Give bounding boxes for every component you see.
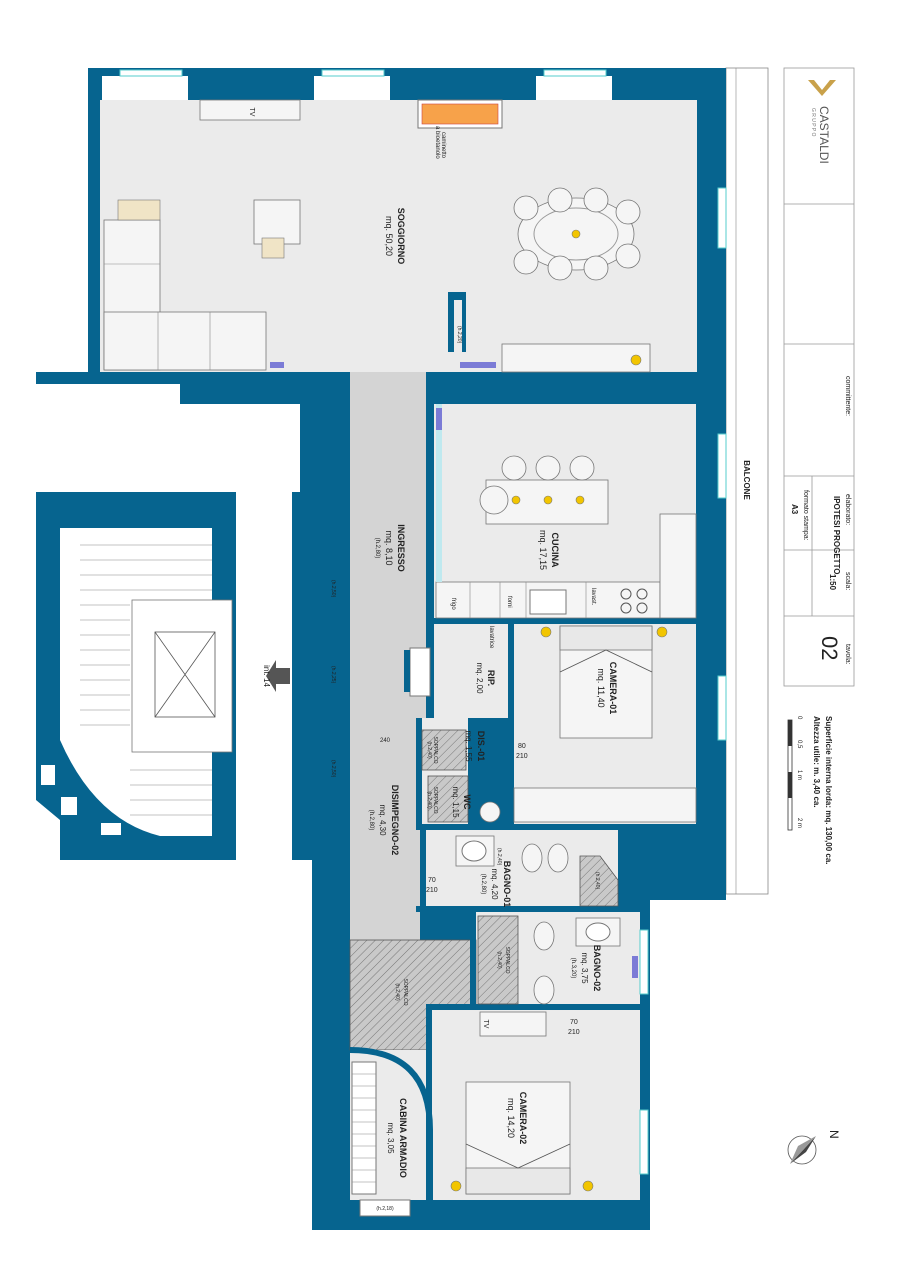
- loft-label-4: SOPPALCO: [432, 786, 438, 813]
- loft-label-3: SOPPALCO: [432, 736, 438, 763]
- room-area-cabina: mq. 3,05: [386, 1122, 395, 1154]
- room-area-ingresso: mq. 8,10: [384, 530, 394, 565]
- room-area-camera01: mq. 11,40: [596, 668, 606, 707]
- svg-text:SOGGIORNO: SOGGIORNO: [396, 208, 406, 265]
- loft-height-3: (h.2,40): [426, 741, 432, 759]
- cabina-door-height: (h.2,18): [376, 1206, 394, 1212]
- windows: [119, 69, 727, 1175]
- scala-value: 1:50: [828, 574, 837, 591]
- dim-240: 240: [380, 738, 391, 744]
- tv-label: TV: [248, 108, 255, 117]
- door-height-2: 210: [426, 887, 438, 894]
- loft-height-1: (h.2,40): [394, 983, 400, 1001]
- apartment-number: int. 14: [262, 665, 271, 687]
- room-name-dis01: DIS.-01: [476, 731, 486, 762]
- elaborato-value: IPOTESI PROGETTO: [832, 496, 841, 575]
- loft-height-2: (h.2,40): [496, 951, 502, 969]
- room-area-bagno01: mq. 4,20: [490, 868, 499, 900]
- room-name-cucina: CUCINA: [550, 533, 560, 568]
- title-block: [783, 67, 855, 687]
- room-name-disimpegno02: DISIMPEGNO-02: [390, 785, 400, 856]
- room-name-ingresso: INGRESSO: [396, 524, 406, 572]
- scale-2m: 2 m: [796, 818, 802, 828]
- north-label: N: [827, 1130, 841, 1139]
- fireplace-label: caminetto: [440, 132, 446, 159]
- surface-info: Superficie interna lorda: mq. 130,00 ca.: [824, 716, 833, 865]
- scala-label: scala:: [844, 572, 851, 590]
- bathroom-fixtures: [270, 362, 638, 1005]
- dishwasher-label: lavast.: [590, 588, 596, 606]
- height-info: Altezza utile: m. 3,40 ca.: [812, 716, 821, 808]
- scale-bar: [787, 719, 793, 831]
- room-name-wc: WC: [462, 795, 472, 810]
- room-name-bagno02: BAGNO-02: [592, 945, 602, 992]
- room-height-disimpegno02: (h.2,80): [368, 810, 374, 831]
- room-area-cucina: mq. 17,15: [538, 530, 548, 570]
- niche-height-3: (h.2,50): [330, 760, 336, 778]
- bedroom1-furniture: [513, 625, 697, 823]
- balcony-area: [725, 67, 769, 895]
- washer-label: lavatrice: [488, 626, 494, 649]
- room-height-bagno01: (h.2,80): [480, 874, 486, 895]
- room-area-dis01: mq. 1,55: [464, 730, 473, 762]
- niche-height-2: (h.2,25): [330, 666, 336, 684]
- fireplace-label-2: a bioetanolo: [434, 126, 440, 159]
- loft-label-1: SOPPALCO: [402, 978, 408, 1005]
- room-area-wc: mq. 1,15: [451, 786, 460, 818]
- room-area-bagno02: mq. 3,75: [580, 952, 589, 984]
- entrance-arrow-icon: [266, 660, 290, 692]
- interior-walls: [300, 292, 696, 1212]
- door-width-2: 70: [428, 877, 436, 884]
- stairwell: [36, 492, 236, 860]
- room-area-rip: mq. 2,00: [475, 662, 484, 694]
- brand-name: CASTALDI: [817, 106, 831, 164]
- ovens-label: forni: [506, 596, 512, 608]
- elaborato-label: elaborato:: [844, 494, 851, 525]
- bedroom2-furniture: [349, 1011, 594, 1217]
- tavola-label: tavola:: [844, 644, 851, 665]
- formato-value: A3: [790, 504, 799, 515]
- room-name-soggiorno: SOGGIORNO: [396, 208, 406, 265]
- brand-logo-icon: [808, 80, 836, 96]
- door-height-3: 210: [568, 1029, 580, 1036]
- scale-1m: 1 m: [796, 770, 802, 780]
- room-name-camera02: CAMERA-02: [518, 1092, 528, 1145]
- door-width-1: 80: [518, 743, 526, 750]
- room-height-bagno02: (h.3,20): [570, 958, 576, 979]
- door-width-3: 70: [570, 1019, 578, 1026]
- room-name-cabina: CABINA ARMADIO: [398, 1098, 408, 1178]
- tavola-value: 02: [817, 636, 842, 660]
- shower-height: (h.2,40): [594, 872, 600, 890]
- brand-small: G R U P P O: [810, 108, 816, 137]
- loft-height-4: (h.2,40): [426, 791, 432, 809]
- scale-half: 0,5: [796, 740, 802, 749]
- scale-zero: 0: [796, 716, 802, 720]
- room-height-ingresso: (h.2,80): [374, 538, 380, 559]
- room-name-camera01: CAMERA-01: [608, 662, 618, 715]
- room-name-bagno01: BAGNO-01: [502, 861, 512, 908]
- column-height: (h.2,20): [456, 326, 462, 344]
- balcony-label: BALCONE: [742, 460, 751, 500]
- loft-label-2: SOPPALCO: [504, 946, 510, 973]
- niche-height-1: (h.2,50): [330, 580, 336, 598]
- room-area-camera02: mq. 14,20: [506, 1098, 516, 1138]
- door-height-1: 210: [516, 753, 528, 760]
- fridge-label: frigo: [450, 598, 456, 610]
- room-area-disimpegno02: mq. 4,30: [378, 804, 387, 836]
- living-furniture: [103, 99, 651, 373]
- bath1-door-height: (h.2,40): [496, 848, 502, 866]
- tv-label-2: TV: [482, 1020, 489, 1029]
- kitchen-furniture: [435, 404, 697, 619]
- formato-label: formato stampa:: [802, 490, 809, 541]
- compass-icon: [787, 1135, 817, 1165]
- room-name-rip: RIP.: [486, 670, 496, 686]
- room-area-soggiorno: mq. 50,20: [384, 216, 394, 256]
- committente-label: committente:: [844, 376, 851, 416]
